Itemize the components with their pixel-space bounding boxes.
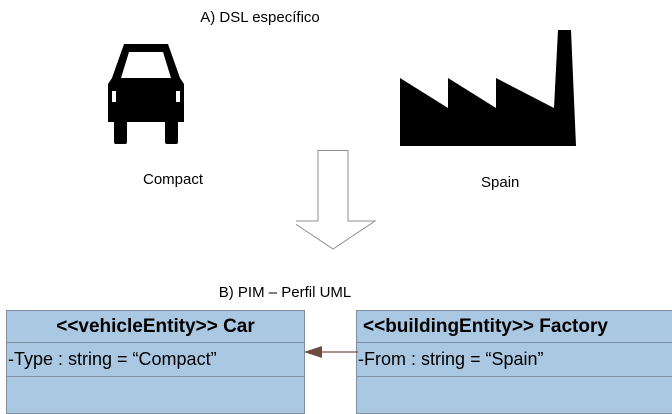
factory-class-attribute: -From : string = “Spain” — [357, 343, 672, 377]
transform-arrow-icon — [296, 150, 377, 250]
car-class-attribute: -Type : string = “Compact” — [7, 343, 304, 377]
dsl-section-title: A) DSL específico — [200, 9, 320, 26]
car-uml-class: <<vehicleEntity>> Car -Type : string = “… — [6, 310, 305, 414]
factory-icon — [400, 30, 576, 146]
car-instance-label: Compact — [143, 171, 204, 188]
pim-section-title: B) PIM – Perfil UML — [218, 284, 352, 301]
factory-uml-class: <<buildingEntity>> Factory -From : strin… — [356, 310, 672, 414]
association-arrow-icon — [304, 346, 358, 358]
car-icon — [108, 44, 184, 144]
factory-class-name: <<buildingEntity>> Factory — [357, 311, 672, 343]
car-class-operations — [7, 377, 304, 413]
factory-class-operations — [357, 377, 672, 413]
car-class-name: <<vehicleEntity>> Car — [7, 311, 304, 343]
factory-instance-label: Spain — [481, 174, 520, 191]
